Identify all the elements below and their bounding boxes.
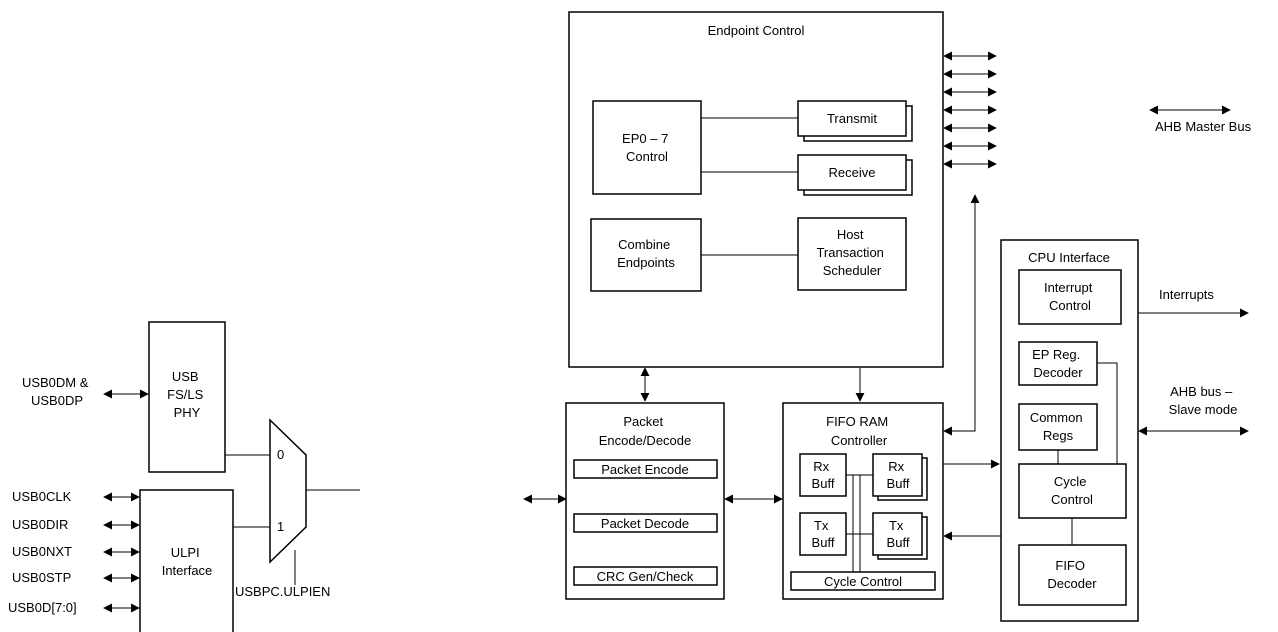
usb-phy-section: USB0DM & USB0DP USB FS/LS PHY ULPI Inter… — [8, 321, 360, 632]
usb0clk-label: USB0CLK — [12, 489, 72, 504]
usb0dm-dp-label: USB0DM & USB0DP — [22, 375, 92, 408]
ahb-master-bus-arrows — [943, 51, 997, 169]
cpu-cycle-control-label: Cycle Control — [1051, 474, 1093, 507]
transmit-label: Transmit — [827, 111, 877, 126]
fifo-decoder-label: FIFO Decoder — [1047, 558, 1097, 591]
tx-buff-block — [799, 512, 847, 556]
fifo-cycle-control-label: Cycle Control — [824, 574, 902, 589]
common-regs-block — [1018, 403, 1098, 451]
fifo-cycle-control-block — [790, 571, 936, 591]
ahb-slave-label: AHB bus – Slave mode — [1169, 384, 1238, 417]
rx-buff-block — [799, 453, 847, 497]
packet-title: Packet Encode/Decode — [599, 414, 692, 448]
ulpi-signal-list: USB0CLK USB0DIR USB0NXT USB0STP USB0D[7:… — [8, 489, 140, 615]
host-scheduler-block — [797, 217, 907, 291]
packet-encode-block — [573, 459, 718, 479]
endpoint-control-section: Endpoint Control EP0 – 7 Control Transmi… — [568, 11, 944, 368]
usb0dir-label: USB0DIR — [12, 517, 68, 532]
mux-input-1-label: 1 — [277, 519, 284, 534]
crc-label: CRC Gen/Check — [597, 569, 694, 584]
ep-reg-decoder-label: EP Reg. Decoder — [1032, 347, 1084, 380]
usb0nxt-label: USB0NXT — [12, 544, 72, 559]
mux-input-0-label: 0 — [277, 447, 284, 462]
packet-encode-label: Packet Encode — [601, 462, 688, 477]
legend-ahb-master-bus-label: AHB Master Bus — [1155, 119, 1252, 134]
legend: AHB Master Bus — [1149, 105, 1252, 134]
ulpi-interface-block — [139, 489, 234, 632]
fifo-decoder-block — [1018, 544, 1127, 606]
usb0stp-label: USB0STP — [12, 570, 71, 585]
usb-fs-ls-phy-block — [148, 321, 226, 473]
cpu-interface-section: CPU Interface Interrupt Control EP Reg. … — [1000, 239, 1139, 622]
crc-block — [573, 566, 718, 586]
interrupts-label: Interrupts — [1159, 287, 1214, 302]
receive-label: Receive — [829, 165, 876, 180]
fifo-ahb-master-link — [943, 194, 980, 436]
packet-decode-label: Packet Decode — [601, 516, 689, 531]
ep-reg-to-cycle-line — [1097, 362, 1118, 464]
packet-decode-block — [573, 513, 718, 533]
usb-fs-ls-phy-label: USB FS/LS PHY — [167, 369, 207, 420]
ep-reg-decoder-block — [1018, 341, 1098, 386]
fifo-ram-title: FIFO RAM Controller — [826, 414, 892, 448]
tx-buff-label: Tx Buff — [812, 518, 835, 550]
fifo-ram-section: FIFO RAM Controller Rx Buff Rx Buff Tx B… — [782, 402, 944, 600]
packet-encode-decode-section: Packet Encode/Decode Packet Encode Packe… — [565, 402, 725, 600]
fifo-ram-block — [782, 402, 944, 600]
usb0d-label: USB0D[7:0] — [8, 600, 77, 615]
mux-select-label: USBPC.ULPIEN — [235, 584, 330, 599]
endpoint-control-title: Endpoint Control — [708, 23, 805, 38]
rx-buff-stack-label: Rx Buff — [887, 459, 910, 491]
ulpi-mux — [269, 418, 307, 564]
combine-endpoints-block — [590, 218, 702, 292]
interrupt-control-label: Interrupt Control — [1044, 280, 1096, 313]
rx-buff-label: Rx Buff — [812, 459, 835, 491]
ep-control-label: EP0 – 7 Control — [622, 131, 672, 164]
interrupt-control-block — [1018, 269, 1122, 325]
tx-buff-stack-block — [872, 512, 923, 556]
cpu-cycle-control-block — [1018, 463, 1127, 519]
host-scheduler-label: Host Transaction Scheduler — [816, 227, 887, 278]
ep-control-block — [592, 100, 702, 195]
receive-block — [797, 154, 907, 191]
tx-buff-stack-label: Tx Buff — [887, 518, 910, 550]
common-regs-label: Common Regs — [1030, 410, 1086, 443]
cpu-interface-title: CPU Interface — [1028, 250, 1110, 265]
combine-endpoints-label: Combine Endpoints — [617, 237, 675, 270]
ulpi-interface-label: ULPI Interface — [162, 545, 213, 578]
